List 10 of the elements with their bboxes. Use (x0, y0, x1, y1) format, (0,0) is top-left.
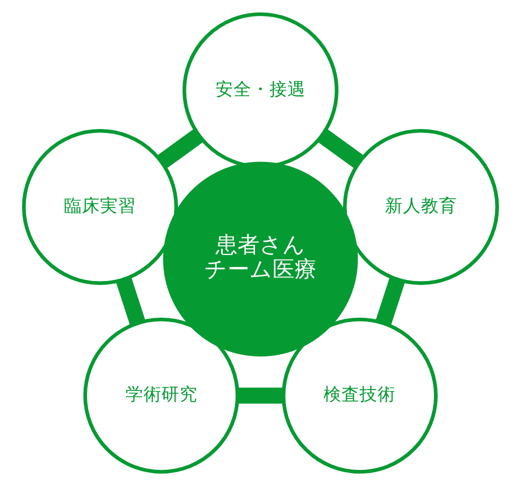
connector (116, 277, 145, 326)
connector (237, 388, 282, 404)
node-circle: 学術研究 (82, 318, 239, 474)
connector (375, 277, 404, 326)
node-circle: 臨床実習 (22, 128, 178, 285)
connector (317, 128, 364, 169)
node-circle: 検査技術 (281, 318, 438, 474)
node-circle: 新人教育 (342, 128, 498, 285)
connector (156, 128, 203, 168)
node-circle: 患者さん チーム医療 (162, 162, 358, 357)
